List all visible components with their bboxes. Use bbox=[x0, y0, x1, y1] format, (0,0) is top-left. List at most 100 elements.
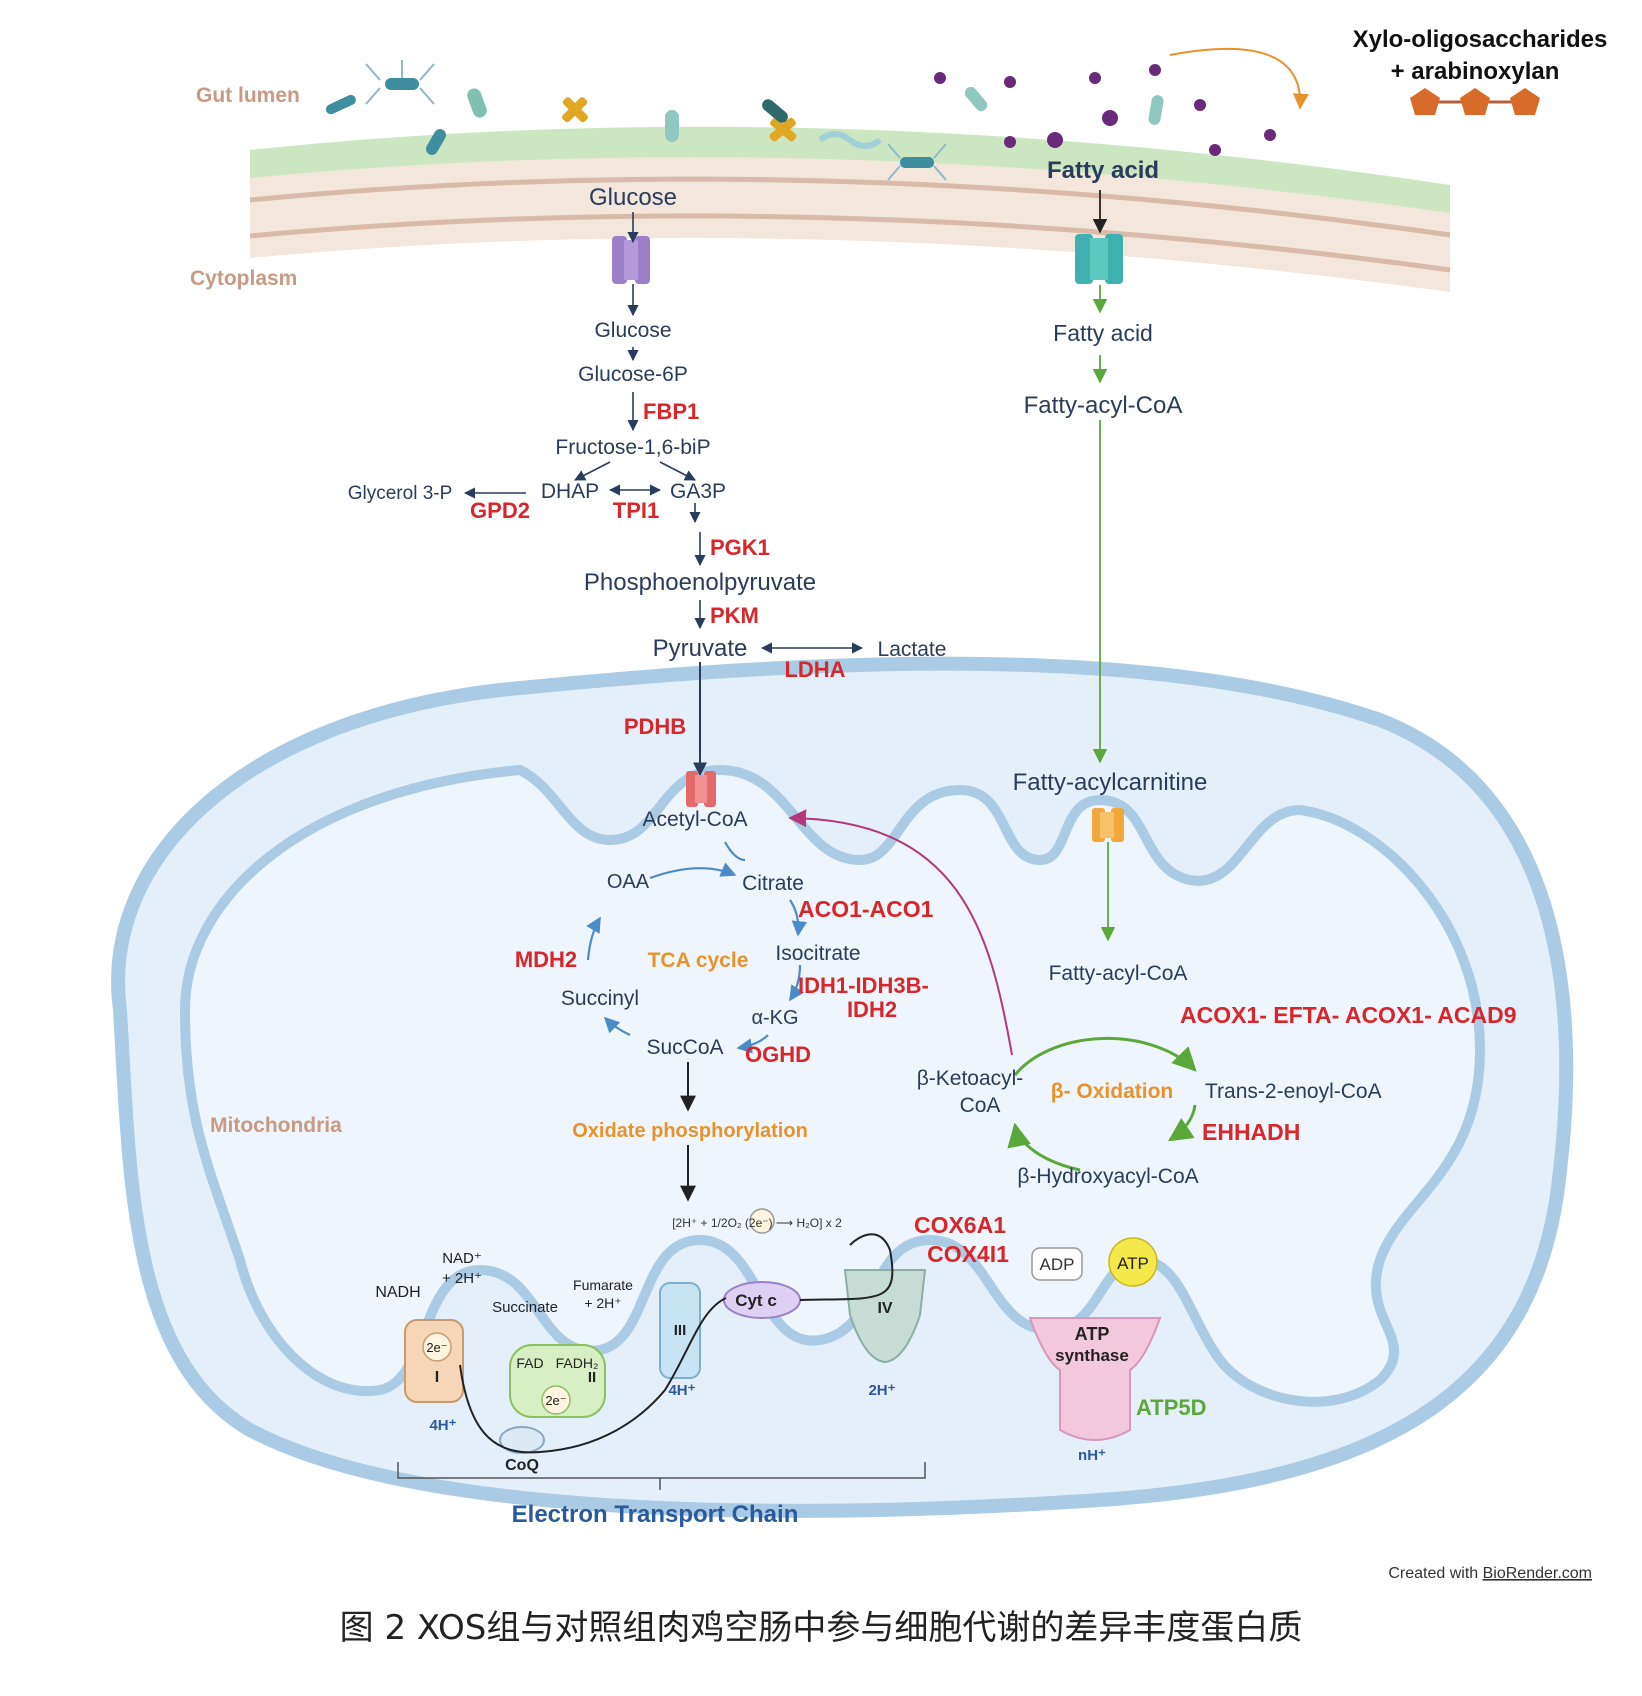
carnitine-transporter-icon bbox=[1092, 808, 1124, 842]
adp-label: ADP bbox=[1040, 1255, 1075, 1274]
complex-ii-2e-label: 2e⁻ bbox=[545, 1393, 566, 1408]
oaa-label: OAA bbox=[607, 871, 650, 893]
complex-iv-label: IV bbox=[877, 1300, 892, 1317]
beta-oxidation-label: β- Oxidation bbox=[1051, 1080, 1173, 1103]
nadh-label: NADH bbox=[375, 1284, 420, 1301]
complex-i-proton-label: 4H⁺ bbox=[429, 1417, 456, 1434]
glucose-label: Glucose bbox=[594, 319, 671, 342]
fatty-acid-transporter-icon bbox=[1075, 234, 1123, 284]
2e-circle-1 bbox=[422, 1332, 452, 1362]
fatty-acyl-coa-mito-label: Fatty-acyl-CoA bbox=[1049, 962, 1188, 985]
fadh2-label: FADH₂ bbox=[556, 1355, 599, 1371]
electron-transport-chain-label: Electron Transport Chain bbox=[512, 1501, 799, 1528]
complex-i-2e-label: 2e⁻ bbox=[426, 1340, 447, 1355]
glycerol-3p-label: Glycerol 3-P bbox=[348, 483, 453, 504]
cytoplasm-label: Cytoplasm bbox=[190, 267, 297, 290]
idh-enzyme-line1: IDH1-IDH3B- bbox=[798, 973, 929, 998]
beta-ketoacyl-label-line1: β-Ketoacyl- bbox=[917, 1067, 1024, 1090]
oghd-enzyme: OGHD bbox=[745, 1042, 811, 1067]
beta-hydroxyacyl-coa-label: β-Hydroxyacyl-CoA bbox=[1017, 1165, 1198, 1188]
fatty-acid-arrows bbox=[1092, 190, 1116, 942]
ga3p-label: GA3P bbox=[670, 480, 726, 503]
mitochondria-label: Mitochondria bbox=[210, 1114, 342, 1137]
2e-circle-3 bbox=[749, 1208, 775, 1234]
atp-circle bbox=[1108, 1237, 1158, 1287]
beta-oxidation-enzymes: ACOX1- EFTA- ACOX1- ACAD9 bbox=[1180, 1002, 1517, 1028]
tpi1-enzyme: TPI1 bbox=[613, 498, 659, 523]
atp-synthase-proton-label: nH⁺ bbox=[1078, 1447, 1106, 1464]
biorender-credit: Created with BioRender.com bbox=[1388, 1565, 1592, 1582]
glucose-transporter-icon bbox=[612, 236, 650, 284]
aco-enzyme: ACO1-ACO1 bbox=[798, 896, 934, 922]
pgk1-enzyme: PGK1 bbox=[710, 535, 770, 560]
fatty-acylcarnitine-label: Fatty-acylcarnitine bbox=[1013, 769, 1208, 796]
complex-iii-label: III bbox=[674, 1322, 687, 1339]
beta-oxidation-cycle-arrows bbox=[1007, 1036, 1197, 1172]
ehhadh-enzyme: EHHADH bbox=[1202, 1119, 1300, 1145]
beta-ketoacyl-label-line2: CoA bbox=[960, 1094, 1001, 1117]
fatty-acid-outer-label: Fatty acid bbox=[1047, 157, 1159, 184]
fatty-acid-label: Fatty acid bbox=[1053, 320, 1153, 346]
pkm-enzyme: PKM bbox=[710, 603, 759, 628]
oxygen-reaction-label: [2H⁺ + 1/2O₂ (2e⁻) ⟶ H₂O] x 2 bbox=[672, 1216, 842, 1230]
oxidate-phosphorylation-label: Oxidate phosphorylation bbox=[572, 1120, 808, 1142]
cox6a1-enzyme: COX6A1 bbox=[914, 1212, 1006, 1238]
electron-flow-path bbox=[459, 1233, 894, 1454]
acetyl-coa-label: Acetyl-CoA bbox=[642, 808, 747, 831]
mdh2-enzyme: MDH2 bbox=[515, 947, 577, 972]
pdhb-enzyme: PDHB bbox=[624, 714, 686, 739]
nad-label-line1: NAD⁺ bbox=[442, 1250, 482, 1267]
pyruvate-carrier-icon bbox=[686, 771, 716, 807]
complex-iv-shape bbox=[843, 1269, 927, 1364]
fumarate-label-line1: Fumarate bbox=[573, 1277, 633, 1293]
dhap-label: DHAP bbox=[541, 480, 599, 503]
figure-caption: 图 2 XOS组与对照组肉鸡空肠中参与细胞代谢的差异丰度蛋白质 bbox=[339, 1608, 1303, 1648]
pyruvate-label: Pyruvate bbox=[653, 635, 748, 662]
tca-cycle-arrows bbox=[586, 841, 808, 1054]
complex-iv-proton-label: 2H⁺ bbox=[868, 1382, 895, 1399]
trans-2-enoyl-coa-label: Trans-2-enoyl-CoA bbox=[1205, 1080, 1382, 1103]
succoa-label: SucCoA bbox=[646, 1036, 723, 1059]
gut-bacteria bbox=[325, 60, 1276, 181]
complex-ii-label: II bbox=[588, 1369, 596, 1386]
coq-label: CoQ bbox=[505, 1457, 539, 1474]
ketoacyl-to-acetylcoa-arrow bbox=[788, 809, 1013, 1056]
gut-lumen-label: Gut lumen bbox=[196, 84, 300, 107]
fructose-16-bip-label: Fructose-1,6-biP bbox=[555, 436, 710, 459]
coq-shape bbox=[499, 1426, 545, 1454]
succinyl-label: Succinyl bbox=[561, 987, 639, 1010]
fatty-acyl-coa-label: Fatty-acyl-CoA bbox=[1024, 392, 1183, 419]
cox4i1-enzyme: COX4I1 bbox=[927, 1241, 1009, 1267]
glucose-outer-label: Glucose bbox=[589, 184, 677, 211]
credit-prefix: Created with bbox=[1388, 1565, 1482, 1582]
ldha-enzyme: LDHA bbox=[784, 657, 845, 682]
tca-cycle-label: TCA cycle bbox=[648, 949, 749, 972]
gpd2-enzyme: GPD2 bbox=[470, 498, 530, 523]
fbp1-enzyme: FBP1 bbox=[643, 399, 699, 424]
credit-link[interactable]: BioRender.com bbox=[1483, 1565, 1592, 1582]
atp-synthase-shape bbox=[1028, 1317, 1162, 1441]
atp-synthase-label-line2: synthase bbox=[1055, 1346, 1129, 1365]
complex-i-label: I bbox=[435, 1369, 439, 1386]
adp-box bbox=[1031, 1247, 1083, 1281]
glycolysis-arrows bbox=[463, 212, 864, 777]
etc-bracket bbox=[397, 1462, 926, 1490]
nad-label-line2: + 2H⁺ bbox=[442, 1270, 482, 1287]
phosphoenolpyruvate-label: Phosphoenolpyruvate bbox=[584, 569, 816, 596]
mitochondrion bbox=[111, 656, 1574, 1518]
cyt-c-label: Cyt c bbox=[735, 1291, 777, 1310]
fad-label: FAD bbox=[516, 1355, 543, 1371]
etc-complexes bbox=[404, 1208, 1162, 1454]
complex-iii-proton-label: 4H⁺ bbox=[668, 1382, 695, 1399]
xos-label-line2: + arabinoxylan bbox=[1391, 58, 1560, 85]
lactate-label: Lactate bbox=[878, 638, 947, 661]
isocitrate-label: Isocitrate bbox=[775, 942, 860, 965]
cell-membrane bbox=[249, 126, 1451, 292]
idh-enzyme-line2: IDH2 bbox=[847, 997, 897, 1022]
xos-label-line1: Xylo-oligosaccharides bbox=[1353, 26, 1608, 53]
fumarate-label-line2: + 2H⁺ bbox=[584, 1295, 621, 1311]
complex-iii-shape bbox=[659, 1282, 701, 1379]
alpha-kg-label: α-KG bbox=[751, 1007, 798, 1029]
atp-synthase-label-line1: ATP bbox=[1075, 1324, 1110, 1344]
